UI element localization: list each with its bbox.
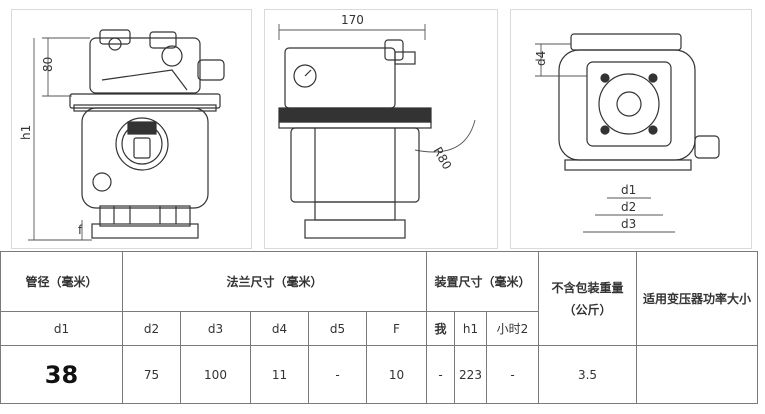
table-subheader-row: d1 d2 d3 d4 d5 F 我 h1 小时2 [0, 311, 758, 346]
top-view-drawing: d4 d1 d2 d3 [510, 9, 752, 249]
cell-transformer [636, 345, 758, 404]
header-flange-size: 法兰尺寸（毫米） [122, 251, 427, 312]
side-view-svg: 170 R80 [278, 13, 476, 239]
cell-d5: - [308, 345, 367, 404]
cell-h1: 223 [454, 345, 487, 404]
cell-d1: 38 [0, 345, 123, 404]
subheader-h1: h1 [454, 311, 487, 346]
subheader-f: F [366, 311, 427, 346]
side-dim-170: 170 [341, 13, 364, 27]
cell-d4: 11 [250, 345, 309, 404]
front-dim-80: 80 [41, 57, 55, 72]
front-view-svg: 80 h1 f [19, 29, 225, 241]
side-view-drawing: 170 R80 [264, 9, 498, 249]
cell-d2: 75 [122, 345, 181, 404]
top-view-svg: d4 d1 d2 d3 [534, 33, 720, 233]
subheader-d3: d3 [180, 311, 251, 346]
subheader-d1: d1 [0, 311, 123, 346]
subheader-d5: d5 [308, 311, 367, 346]
top-dim-d2: d2 [621, 200, 636, 214]
cell-i: - [426, 345, 455, 404]
technical-drawings: 80 h1 f 170 R80 [11, 9, 752, 249]
top-dim-d3: d3 [621, 217, 636, 231]
header-weight: 不含包装重量（公斤） [538, 251, 637, 346]
header-transformer: 适用变压器功率大小 [636, 251, 758, 346]
cell-weight: 3.5 [538, 345, 637, 404]
table-header-row: 管径（毫米） 法兰尺寸（毫米） 装置尺寸（毫米） 不含包装重量（公斤） 适用变压… [0, 251, 758, 346]
subheader-d4: d4 [250, 311, 309, 346]
top-dim-d1: d1 [621, 183, 636, 197]
header-device-size: 装置尺寸（毫米） [426, 251, 539, 312]
subheader-h2: 小时2 [486, 311, 539, 346]
spec-table: 管径（毫米） 法兰尺寸（毫米） 装置尺寸（毫米） 不含包装重量（公斤） 适用变压… [0, 251, 758, 404]
header-pipe-size: 管径（毫米） [0, 251, 123, 312]
front-dim-h1: h1 [19, 125, 33, 140]
cell-d3: 100 [180, 345, 251, 404]
side-dim-r80: R80 [430, 145, 454, 172]
subheader-d2: d2 [122, 311, 181, 346]
front-dim-f: f [78, 223, 83, 237]
subheader-i: 我 [426, 311, 455, 346]
top-dim-d4: d4 [534, 51, 548, 66]
cell-f: 10 [366, 345, 427, 404]
front-view-drawing: 80 h1 f [11, 9, 252, 249]
table-row: 38 75 100 11 - 10 - 223 - 3.5 [0, 345, 758, 404]
cell-h2: - [486, 345, 539, 404]
